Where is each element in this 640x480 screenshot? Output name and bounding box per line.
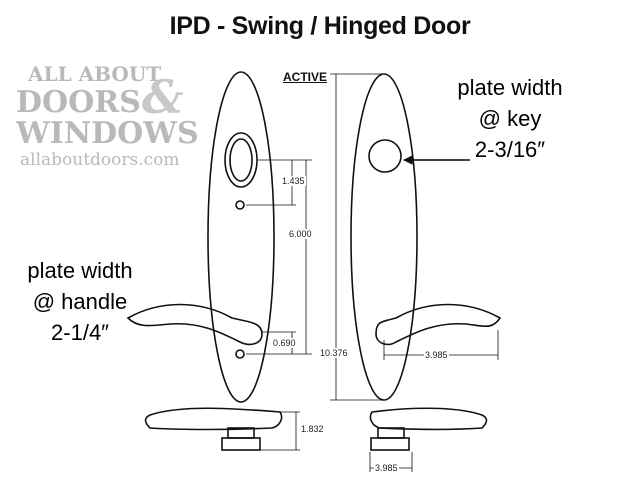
right-key-cylinder: [368, 139, 402, 173]
handle-callout-line-3: 2-1/4″: [51, 320, 109, 345]
watermark-line-1: ALL ABOUT: [28, 62, 162, 86]
left-bottom-screw: [235, 349, 245, 359]
left-cylinder-outer: [224, 132, 258, 188]
dim-label-cylinder-to-screw: 1.435: [281, 176, 306, 186]
dim-label-lever-length: 3.985: [424, 350, 449, 360]
watermark-ampersand: &: [142, 70, 184, 124]
right-rose-base: [370, 437, 410, 451]
diagram-title: IPD - Swing / Hinged Door: [169, 12, 471, 40]
dim-label-handle-to-screw: 0.690: [272, 338, 297, 348]
left-lever-handle: [126, 303, 263, 346]
handle-plate-width-callout: plate width @ handle 2-1/4″: [0, 255, 160, 348]
left-rose-base: [221, 437, 261, 451]
watermark-line-2: DOORS: [16, 85, 141, 120]
active-label: ACTIVE: [283, 70, 328, 84]
handle-callout-line-1: plate width: [27, 258, 133, 283]
dim-label-screw-spacing: 6.000: [288, 229, 313, 239]
dim-label-projection: 1.832: [300, 424, 325, 434]
dim-label-overall-height: 10.376: [319, 348, 349, 358]
key-callout-line-2: @ key: [478, 106, 542, 131]
left-cylinder-inner: [229, 138, 253, 182]
handle-callout-line-2: @ handle: [32, 289, 128, 314]
key-callout-line-3: 2-3/16″: [474, 137, 546, 162]
key-plate-width-callout: plate width @ key 2-3/16″: [430, 72, 590, 165]
left-escutcheon-plate: [207, 71, 275, 403]
left-top-screw: [235, 200, 245, 210]
watermark-line-3: WINDOWS: [16, 116, 199, 151]
dim-label-bottom-lever-length: 3.985: [374, 463, 399, 473]
key-callout-line-1: plate width: [457, 75, 563, 100]
left-lever-top-view: [144, 407, 283, 431]
right-lever-top-view: [369, 407, 488, 431]
right-lever-handle: [375, 303, 502, 346]
watermark-url: allaboutdoors.com: [20, 150, 180, 170]
